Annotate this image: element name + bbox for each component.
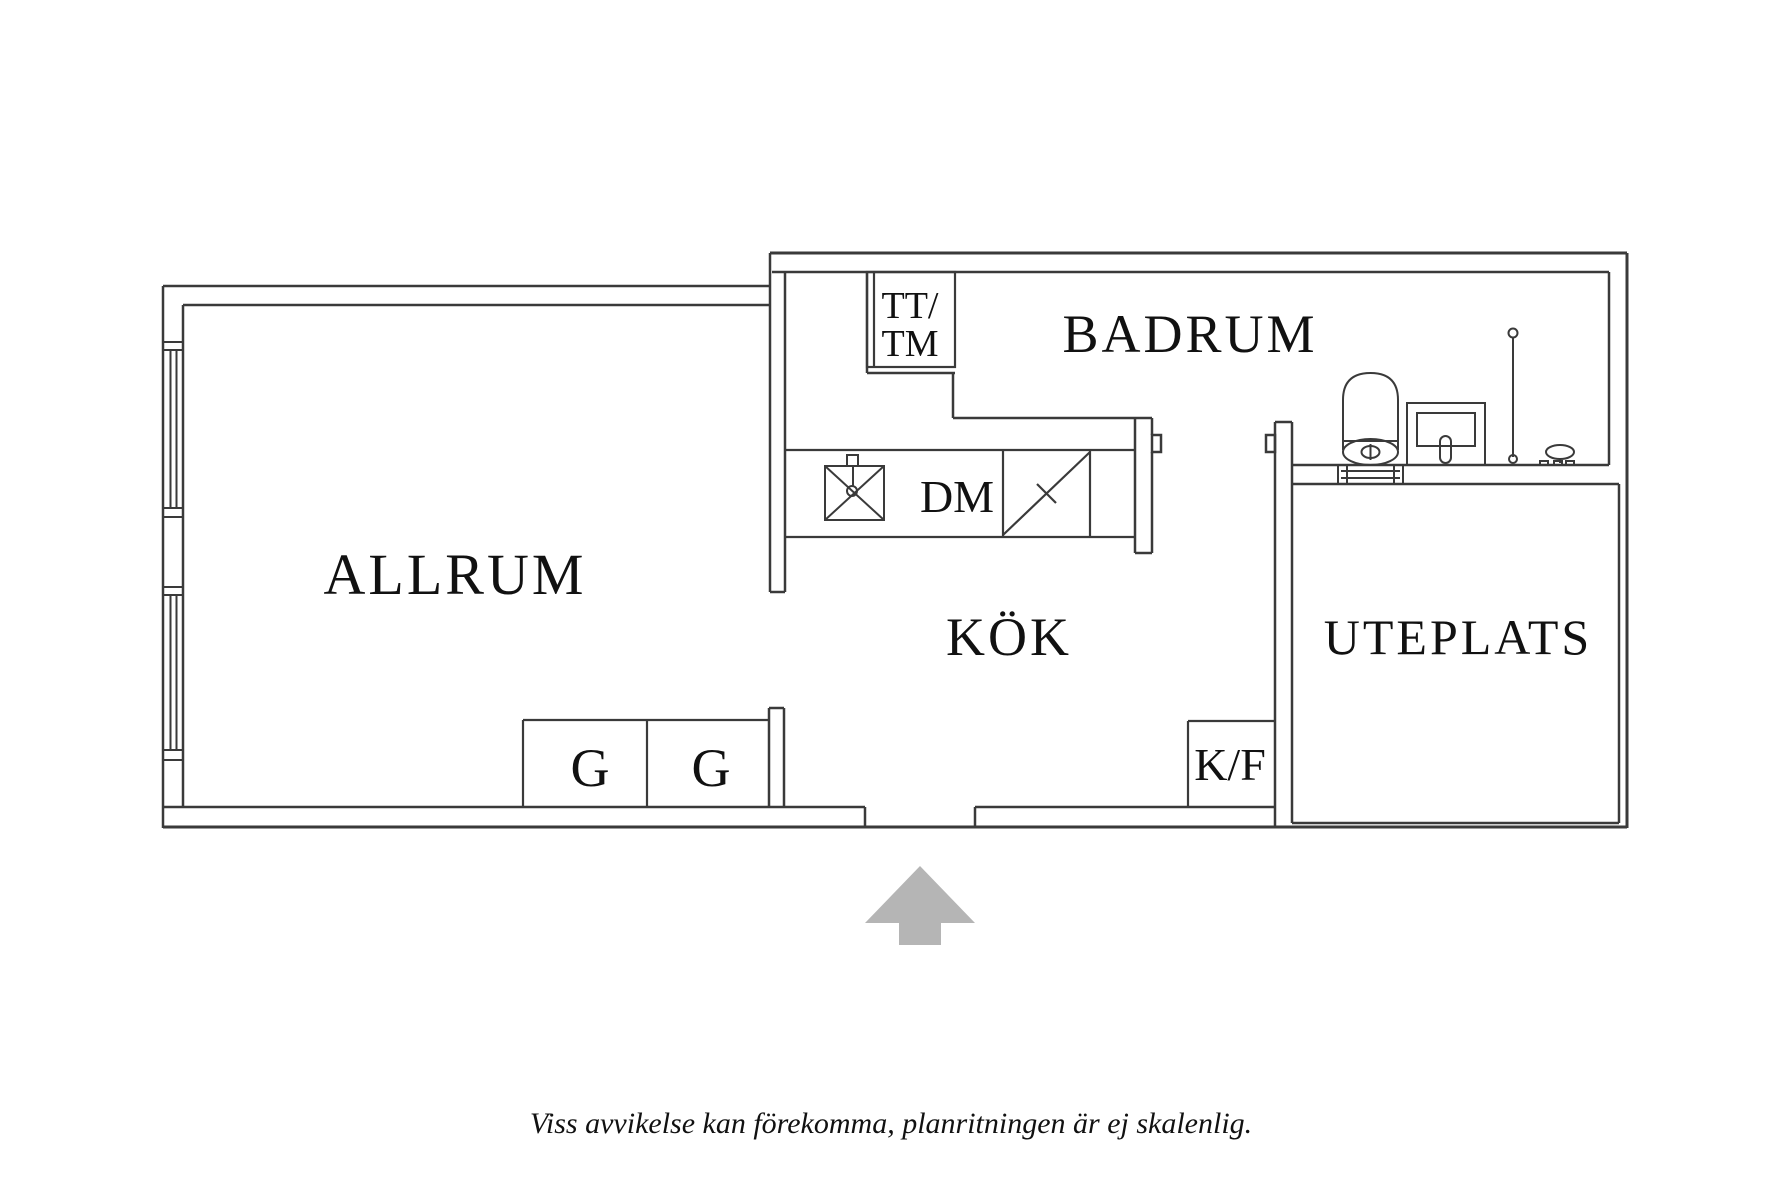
- toilet: [1342, 371, 1399, 466]
- walls: [161, 251, 1629, 829]
- washer-dryer-label-line1: TT/: [882, 285, 939, 327]
- disclaimer-text: Viss avvikelse kan förekomma, planritnin…: [530, 1107, 1252, 1140]
- wall-bathroom-uteplats: [1292, 463, 1619, 486]
- washer-dryer-box: [865, 270, 957, 369]
- kitchen-counter: [785, 448, 1135, 539]
- wall-strip-wardrobe: [767, 706, 786, 807]
- labels: ALLRUM BADRUM KÖK UTEPLATS TT/ TM DM G G…: [324, 285, 1592, 1140]
- room-label-badrum: BADRUM: [1062, 304, 1317, 364]
- wall-allrum-kok-divider: [768, 272, 787, 594]
- wardrobe-right-label: G: [692, 738, 731, 798]
- fridge-freezer-label: K/F: [1194, 739, 1266, 790]
- wall-uteplats-left: [1264, 420, 1294, 827]
- stove-symbol: [1002, 451, 1091, 536]
- fixtures: [521, 270, 1575, 807]
- threshold-sill: [1337, 464, 1404, 485]
- bathroom-sink: [1406, 402, 1486, 466]
- dishwasher-label: DM: [920, 471, 994, 522]
- washer-dryer-label-line2: TM: [882, 323, 939, 365]
- room-label-uteplats: UTEPLATS: [1324, 609, 1592, 665]
- wardrobes: [521, 718, 768, 807]
- shower-mixer: [1539, 444, 1575, 466]
- fridge-freezer-box: [1186, 719, 1275, 807]
- kitchen-sink: [824, 454, 885, 521]
- window-lower: [163, 586, 183, 761]
- entrance-arrow: [865, 866, 975, 945]
- room-label-kok: KÖK: [946, 607, 1072, 667]
- window-upper: [163, 341, 183, 518]
- shower-rail: [1507, 327, 1519, 464]
- wardrobe-left-label: G: [571, 738, 610, 798]
- room-label-allrum: ALLRUM: [324, 542, 587, 607]
